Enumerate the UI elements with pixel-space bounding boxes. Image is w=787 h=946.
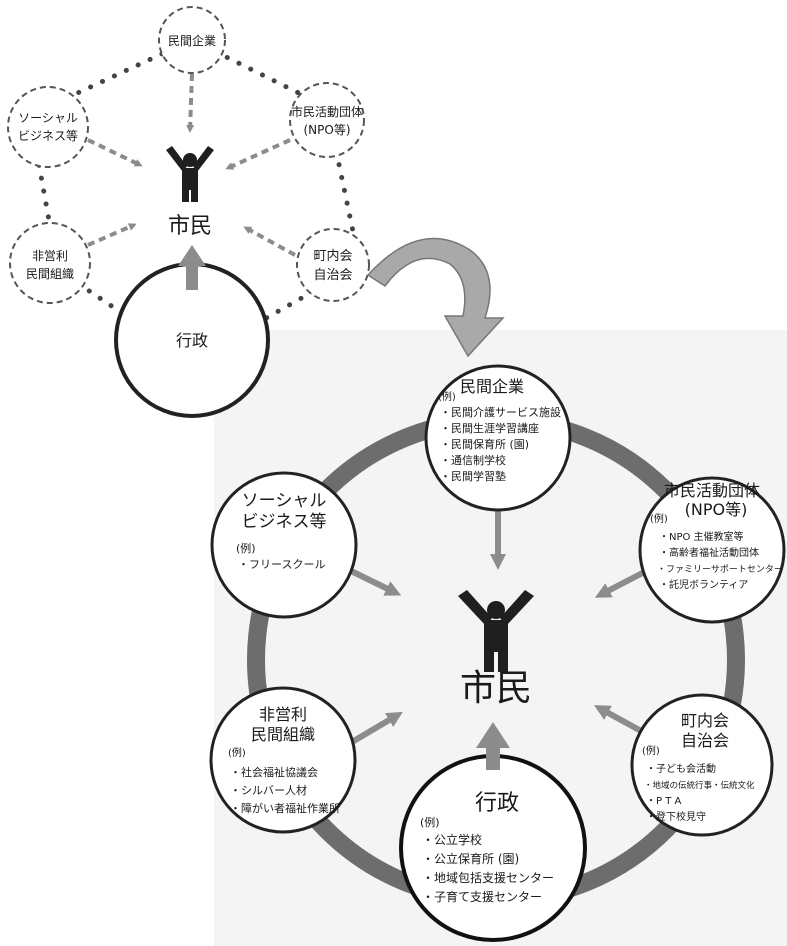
nonprofit-title-1: 非営利 [259,705,307,724]
social-title-2: ビジネス等 [242,512,327,532]
nonprofit-item-3: ・障がい者福祉作業所 [230,801,340,815]
npo-item-1: ・NPO 主催教室等 [659,530,744,543]
large-center-label: 市民 [460,668,532,709]
large-node-company [424,364,572,512]
large-arrow-government [486,744,500,770]
nonprofit-item-1: ・社会福祉協議会 [230,765,318,779]
company-item-4: ・通信制学校 [440,453,506,467]
small-arrow-government-head [178,245,206,266]
company-example-marker: (例) [438,390,456,403]
large-arrow-social [343,565,402,596]
government-example-marker: (例) [420,815,440,829]
large-arrow-neighborhood [593,705,645,735]
government-item-4: ・子育て支援センター [422,889,542,904]
nonprofit-item-2: ・シルバー人材 [230,783,307,797]
social-example-marker: (例) [236,541,256,555]
small-node-nonprofit-label-2: 民間組織 [26,267,74,281]
npo-item-3: ・ファミリーサポートセンター [657,564,783,575]
large-arrow-nonprofit [350,711,403,745]
small-node-neighborhood-label-1: 町内会 [313,248,352,264]
large-node-government [399,754,587,942]
company-item-2: ・民間生涯学習講座 [440,421,539,435]
small-arrow-company [186,73,195,133]
government-title: 行政 [475,791,519,816]
large-node-npo [638,476,786,624]
small-node-social [7,86,89,168]
large-node-nonprofit [209,686,357,834]
company-item-5: ・民間学習塾 [440,469,506,483]
small-node-company-label: 民間企業 [168,33,216,48]
small-node-nonprofit [9,222,91,304]
small-arrow-government [186,262,198,290]
small-arrow-social [87,138,143,167]
neighborhood-title-2: 自治会 [681,731,729,750]
small-node-npo [289,82,365,158]
neighborhood-item-3: ・P T A [646,796,681,807]
small-node-neighborhood-label-2: 自治会 [313,268,352,283]
government-item-1: ・公立学校 [422,832,482,847]
social-item-1: ・フリースクール [238,558,325,571]
transition-arrow [366,237,505,358]
small-node-npo-label-2: (NPO等) [303,123,350,137]
small-arrow-nonprofit [87,223,137,247]
small-center-label: 市民 [168,214,212,239]
neighborhood-item-2: ・地域の伝統行事・伝統文化 [644,780,755,791]
government-item-3: ・地域包括支援センター [422,870,554,885]
npo-example-marker: (例) [650,512,668,525]
small-arrow-neighborhood [243,226,296,257]
neighborhood-example-marker: (例) [642,744,660,757]
neighborhood-title-1: 町内会 [681,711,729,730]
large-diagram: 市民 (例) 民間企業 ・民間介護サービス施設 ・民間生涯学習講座 ・民間保育所… [209,364,786,942]
neighborhood-item-1: ・子ども会活動 [646,762,716,775]
small-node-social-label-1: ソーシャル [18,111,78,125]
small-arrow-npo [225,138,291,170]
company-title: 民間企業 [460,377,524,396]
nonprofit-example-marker: (例) [228,746,246,759]
npo-item-2: ・高齢者福祉活動団体 [659,546,759,559]
small-node-npo-label-1: 市民活動団体 [291,104,363,119]
nonprofit-title-2: 民間組織 [251,725,315,744]
company-item-3: ・民間保育所 (園) [440,437,529,451]
large-node-neighborhood [630,693,774,837]
person-icon [458,590,534,672]
social-title-1: ソーシャル [242,491,327,511]
small-node-social-label-2: ビジネス等 [18,129,78,143]
government-item-2: ・公立保育所 (園) [422,851,519,866]
small-node-nonprofit-label-1: 非営利 [32,249,68,263]
small-node-company [158,6,226,74]
large-arrow-government-head [476,722,510,748]
npo-title-1: 市民活動団体 [664,481,760,500]
company-item-1: ・民間介護サービス施設 [440,405,561,419]
small-node-neighborhood [296,228,370,302]
small-diagram: 市民 民間企業 市民活動団体 (NPO等) ソーシャル ビジネス等 非営利 民間… [7,6,370,418]
npo-item-4: ・託児ボランティア [659,578,748,591]
npo-title-2: (NPO等) [685,500,748,519]
large-node-social [210,471,358,619]
neighborhood-item-4: ・登下校見守 [646,810,706,823]
person-icon [166,146,214,202]
small-node-government-label: 行政 [176,331,208,350]
